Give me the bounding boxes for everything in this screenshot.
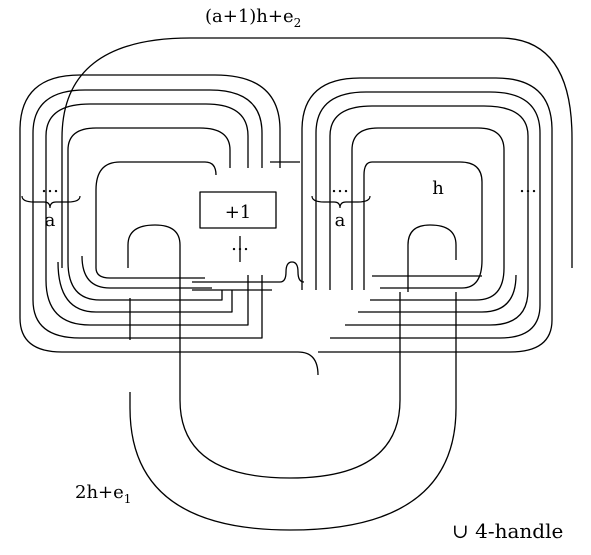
dots-right-inner: … xyxy=(331,176,349,197)
outer-loop xyxy=(61,37,573,268)
dots-left: … xyxy=(41,176,59,197)
bottom-label: 2h+e1 xyxy=(75,482,131,506)
right-block-strands xyxy=(301,77,553,353)
label-a-right: a xyxy=(335,210,346,231)
left-block-strands xyxy=(19,74,319,376)
brace-left xyxy=(21,195,81,209)
top-label: (a+1)h+e2 xyxy=(205,6,301,30)
plus-one-box xyxy=(199,191,277,229)
label-a-left: a xyxy=(45,210,56,231)
crossing-strands xyxy=(192,236,305,291)
central-band xyxy=(127,161,457,531)
brace-right xyxy=(311,195,371,209)
dots-box-below: … xyxy=(231,234,249,255)
plus-one-label: +1 xyxy=(225,202,252,223)
label-h: h xyxy=(432,178,444,199)
dots-right-outer: … xyxy=(519,176,537,197)
handle-label: ∪ 4-handle xyxy=(452,519,563,543)
